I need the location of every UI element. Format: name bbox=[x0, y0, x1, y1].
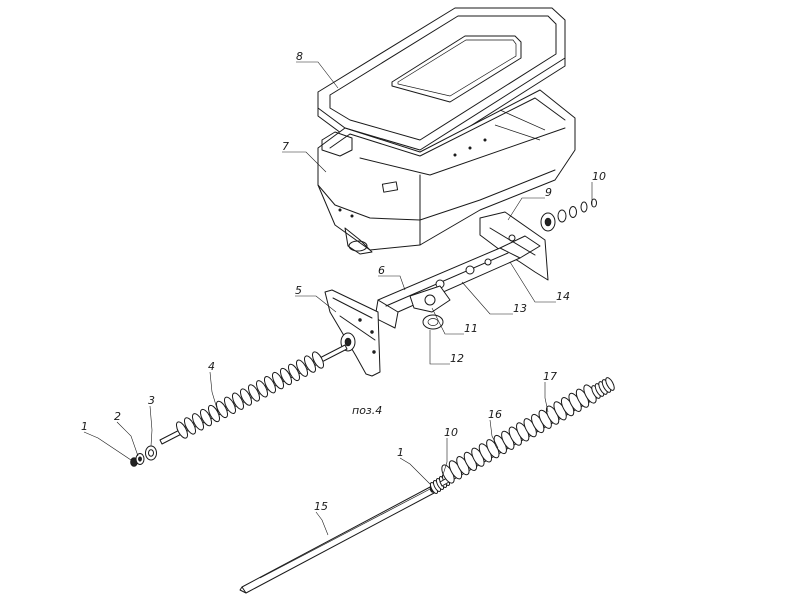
part-15-shaft bbox=[239, 485, 437, 594]
label-4: 4 bbox=[208, 360, 215, 373]
label-12: 12 bbox=[450, 352, 464, 365]
label-5: 5 bbox=[295, 284, 302, 297]
part-16-auger bbox=[439, 384, 608, 487]
part-3-bushing bbox=[145, 445, 157, 461]
part-10-rings-upper bbox=[540, 198, 597, 232]
label-14: 14 bbox=[556, 290, 570, 303]
label-13: 13 bbox=[513, 302, 527, 315]
label-17: 17 bbox=[543, 370, 557, 383]
label-7: 7 bbox=[282, 140, 289, 153]
leader-lines bbox=[83, 61, 593, 536]
label-16: 16 bbox=[488, 408, 502, 421]
part-7-hopper bbox=[317, 89, 576, 255]
label-6: 6 bbox=[378, 264, 385, 277]
label-9: 9 bbox=[545, 186, 552, 199]
part-labels: 8 7 9 10 6 5 11 12 13 14 4 3 2 1 1 10 16… bbox=[81, 50, 606, 513]
part-11-clamp bbox=[409, 285, 451, 313]
part-5-flange-plate bbox=[324, 289, 381, 377]
part-17-spring-end bbox=[591, 377, 615, 399]
label-15: 15 bbox=[314, 500, 328, 513]
label-3: 3 bbox=[148, 394, 155, 407]
label-8: 8 bbox=[296, 50, 303, 63]
label-1-left: 1 bbox=[81, 420, 88, 433]
label-11: 11 bbox=[464, 322, 478, 335]
label-10-upper: 10 bbox=[592, 170, 606, 183]
part-4-auger bbox=[159, 344, 348, 445]
label-1-right: 1 bbox=[397, 446, 404, 459]
part-2-washer bbox=[135, 453, 145, 465]
part-12-gear bbox=[422, 314, 444, 330]
label-2: 2 bbox=[114, 410, 121, 423]
position-caption: поз.4 bbox=[352, 404, 382, 417]
label-10-lower: 10 bbox=[444, 426, 458, 439]
